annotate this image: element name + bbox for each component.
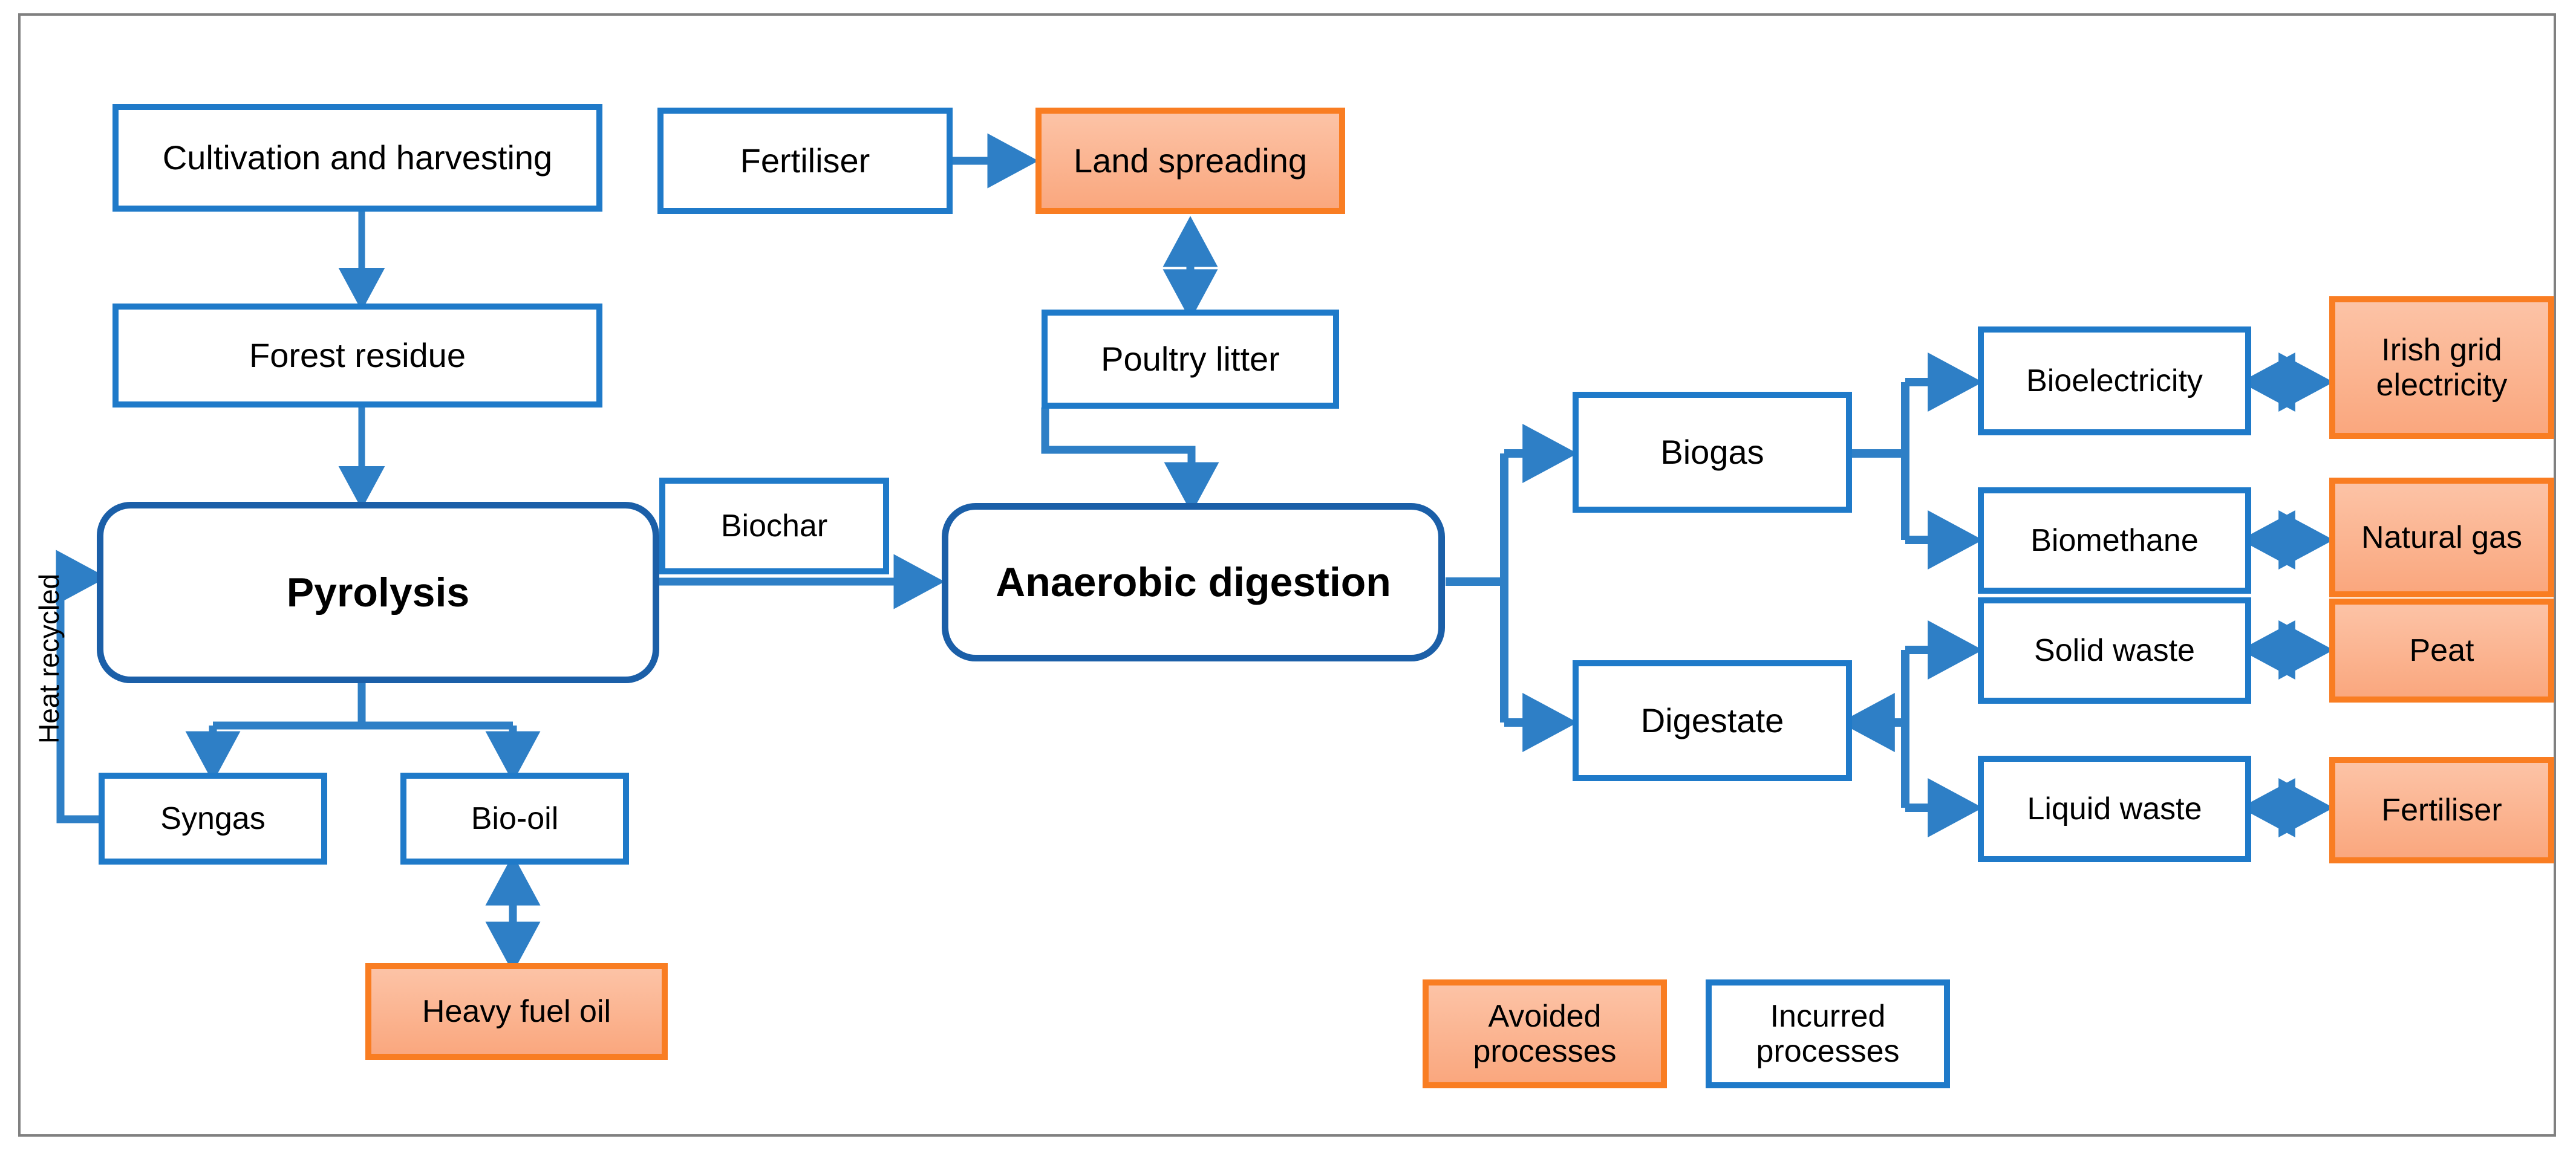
node-label: Liquid waste [2027, 791, 2202, 826]
node-bio-oil[interactable]: Bio-oil [400, 773, 629, 865]
heat-recycled-text: Heat recycled [33, 573, 65, 744]
node-bioelectricity[interactable]: Bioelectricity [1978, 326, 2251, 435]
edge-label-heat-recycled: Heat recycled [33, 574, 69, 744]
legend-label: Avoided processes [1473, 998, 1617, 1069]
node-pyrolysis[interactable]: Pyrolysis [97, 502, 659, 683]
node-label: Solid waste [2034, 632, 2195, 668]
node-fertiliser-input[interactable]: Fertiliser [657, 108, 953, 214]
node-label: Peat [2409, 632, 2474, 668]
node-label: Heavy fuel oil [422, 993, 611, 1029]
node-label: Bio-oil [471, 800, 559, 836]
node-irish-grid-electricity[interactable]: Irish grid electricity [2329, 296, 2554, 439]
node-label: Biomethane [2030, 522, 2199, 558]
node-anaerobic-digestion[interactable]: Anaerobic digestion [942, 503, 1445, 661]
node-liquid-waste[interactable]: Liquid waste [1978, 756, 2251, 862]
node-fertiliser-avoided[interactable]: Fertiliser [2329, 757, 2554, 863]
node-label: Digestate [1640, 701, 1784, 739]
node-label: Forest residue [249, 336, 466, 374]
legend-avoided-processes: Avoided processes [1423, 979, 1667, 1088]
node-syngas[interactable]: Syngas [99, 773, 327, 865]
node-digestate[interactable]: Digestate [1573, 660, 1852, 781]
node-label: Natural gas [2361, 519, 2522, 555]
node-label: Cultivation and harvesting [162, 138, 553, 177]
node-label: Fertiliser [2381, 792, 2502, 828]
legend-label: Incurred processes [1756, 998, 1900, 1069]
node-label: Fertiliser [740, 141, 870, 180]
node-label: Syngas [160, 800, 266, 836]
node-solid-waste[interactable]: Solid waste [1978, 597, 2251, 704]
node-poultry-litter[interactable]: Poultry litter [1042, 310, 1339, 409]
node-label: Biogas [1660, 432, 1764, 471]
node-forest-residue[interactable]: Forest residue [112, 304, 602, 408]
node-label: Biochar [720, 508, 828, 544]
node-biomethane[interactable]: Biomethane [1978, 487, 2251, 594]
node-label: Bioelectricity [2026, 363, 2203, 398]
node-natural-gas[interactable]: Natural gas [2329, 478, 2554, 597]
node-label: Pyrolysis [286, 569, 470, 615]
node-label: Irish grid electricity [2376, 332, 2508, 403]
node-peat[interactable]: Peat [2329, 599, 2554, 703]
node-label: Poultry litter [1101, 339, 1280, 378]
node-land-spreading[interactable]: Land spreading [1035, 108, 1345, 214]
node-cultivation-and-harvesting[interactable]: Cultivation and harvesting [112, 104, 602, 212]
node-biochar[interactable]: Biochar [659, 478, 889, 574]
legend-incurred-processes: Incurred processes [1706, 979, 1950, 1088]
node-biogas[interactable]: Biogas [1573, 392, 1852, 513]
node-label: Land spreading [1073, 141, 1308, 180]
node-label: Anaerobic digestion [996, 559, 1391, 605]
node-heavy-fuel-oil[interactable]: Heavy fuel oil [365, 963, 668, 1060]
edge-poultry-litter-to-anaerobic-digestion [1041, 408, 1219, 513]
